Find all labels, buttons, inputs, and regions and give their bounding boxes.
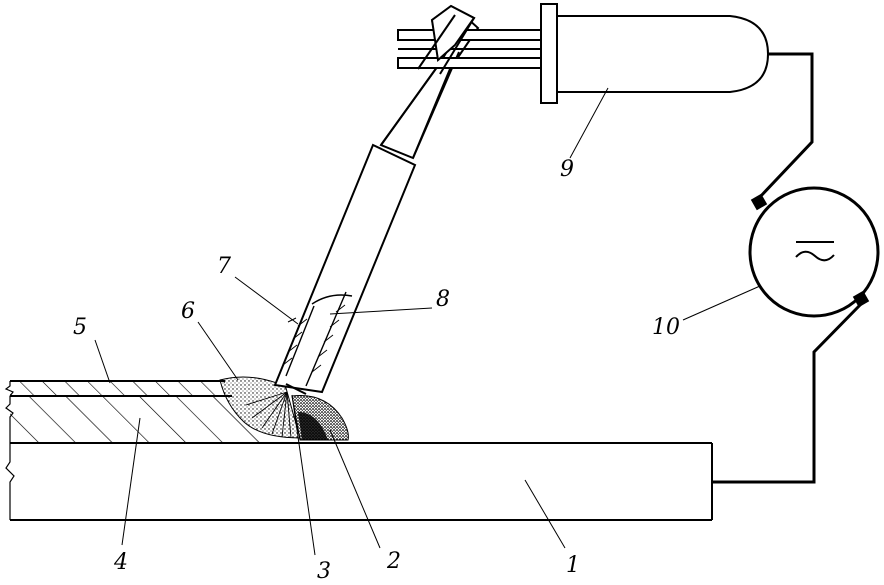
label-9: 9 (560, 157, 574, 182)
molten-slag (219, 376, 301, 439)
break-line-flux (5, 396, 14, 443)
label-8: 8 (436, 287, 450, 312)
label-3: 3 (317, 559, 331, 584)
feeder-body (556, 15, 770, 93)
label-6: 6 (181, 299, 195, 324)
wire-feeder (397, 3, 770, 104)
label-5: 5 (73, 315, 87, 340)
label-7: 7 (217, 254, 231, 279)
label-2: 2 (386, 549, 401, 574)
slag-crust (4, 380, 225, 397)
label-1: 1 (566, 553, 580, 578)
ac-symbol (795, 250, 835, 262)
leader-lines (94, 87, 761, 556)
terminal-bottom (852, 290, 870, 308)
nozzle (273, 143, 417, 394)
weld-pool-core (298, 412, 328, 440)
label-4: 4 (113, 550, 128, 575)
cables (712, 52, 864, 484)
base-metal (5, 442, 713, 521)
arc-rays (245, 391, 292, 439)
label-10: 10 (652, 315, 680, 340)
terminal-top (750, 193, 768, 211)
power-source (748, 186, 880, 318)
feeder-flange (540, 3, 558, 104)
break-line-left (5, 443, 15, 520)
